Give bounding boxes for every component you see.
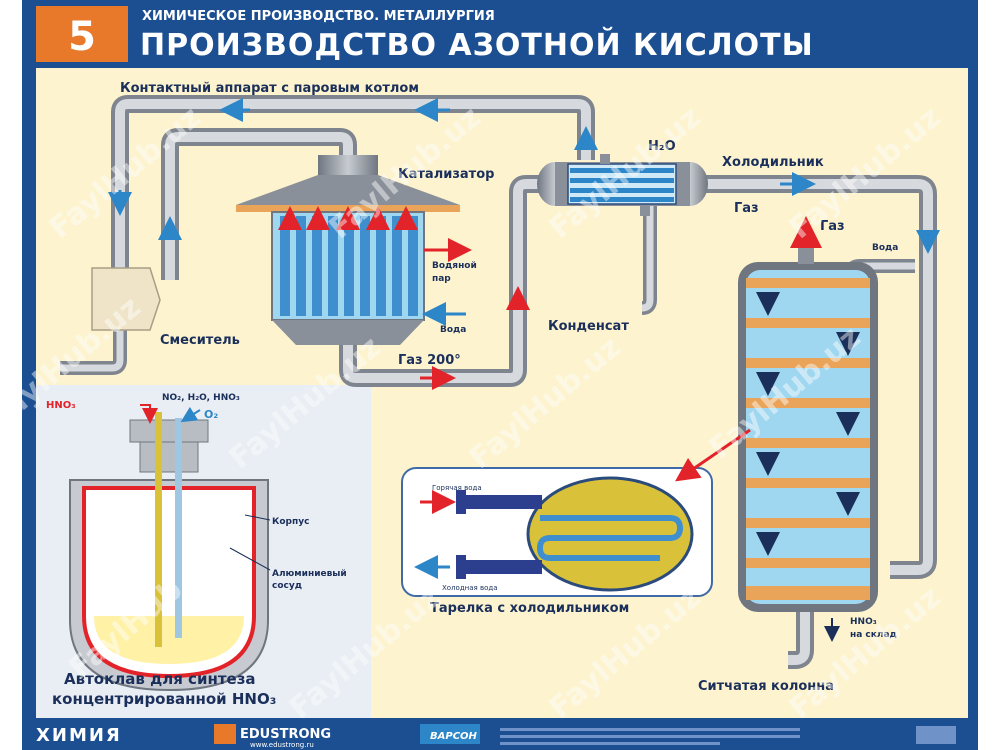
label-water-steam-2: пар (432, 274, 451, 284)
label-catalyst: Катализатор (398, 167, 494, 182)
number-badge (36, 6, 128, 62)
label-autoclave-caption-2: концентрированной HNO₃ (52, 690, 276, 708)
label-cooler: Холодильник (722, 155, 824, 170)
poster-title: ПРОИЗВОДСТВО АЗОТНОЙ КИСЛОТЫ (140, 27, 814, 63)
footer-logo: ВАРСОН (430, 731, 478, 742)
heat-exchanger (537, 154, 708, 216)
label-gas-top: Газ (820, 219, 845, 234)
label-o2: O₂ (204, 408, 218, 421)
column-trays (746, 278, 870, 600)
poster-subtitle: ХИМИЧЕСКОЕ ПРОИЗВОДСТВО. МЕТАЛЛУРГИЯ (142, 9, 495, 24)
flow-arrows (108, 98, 940, 642)
footer-brand: EDUSTRONG (240, 727, 331, 742)
footer-site: www.edustrong.ru (250, 741, 314, 749)
label-gas200: Газ 200° (398, 353, 461, 368)
label-tray-caption: Тарелка с холодильником (430, 601, 629, 616)
label-mixer: Смеситель (160, 333, 240, 348)
catalyst-tubes (280, 216, 418, 316)
label-autoclave-inputs: NO₂, H₂O, HNO₃ (162, 393, 240, 403)
footer-fineprint-line (500, 728, 800, 731)
label-hno3-store-2: на склад (850, 630, 897, 640)
label-gas-cooler: Газ (734, 201, 759, 216)
label-condensate: Конденсат (548, 319, 629, 334)
label-contact-apparatus: Контактный аппарат с паровым котлом (120, 81, 419, 96)
label-al-vessel-2: сосуд (272, 581, 302, 591)
footer-subject: ХИМИЯ (36, 725, 122, 746)
label-hot-water: Горячая вода (432, 484, 482, 492)
label-sieve-column: Ситчатая колонна (698, 679, 834, 694)
label-water-in: Вода (440, 325, 466, 335)
sieve-column (738, 244, 878, 612)
label-al-vessel-1: Алюминиевый (272, 569, 347, 579)
footer-fineprint-line (500, 742, 720, 745)
tray-inset (401, 428, 751, 597)
label-body: Корпус (272, 517, 309, 527)
footer-fineprint-line (500, 735, 800, 738)
pipes (60, 95, 937, 669)
footer-badge (916, 726, 956, 744)
footer: ХИМИЯ EDUSTRONG www.edustrong.ru ВАРСОН (36, 724, 956, 749)
label-autoclave-hno3: HNO₃ (46, 400, 76, 411)
label-water-column: Вода (872, 243, 898, 253)
label-autoclave-caption-1: Автоклав для синтеза (64, 670, 256, 688)
poster-number: 5 (68, 14, 96, 60)
label-h2o: H₂O (648, 139, 676, 154)
label-cold-water: Холодная вода (442, 584, 498, 592)
autoclave (69, 404, 271, 692)
mixer (91, 267, 161, 331)
label-hno3-store-1: HNO₃ (850, 617, 877, 627)
footer-logo-mark (214, 724, 236, 744)
footer-publisher-logo (420, 724, 480, 744)
catalyst-arrows (278, 206, 418, 230)
column-downcomers (756, 292, 860, 556)
contact-apparatus (236, 155, 472, 345)
label-water-steam-1: Водяной (432, 261, 477, 271)
